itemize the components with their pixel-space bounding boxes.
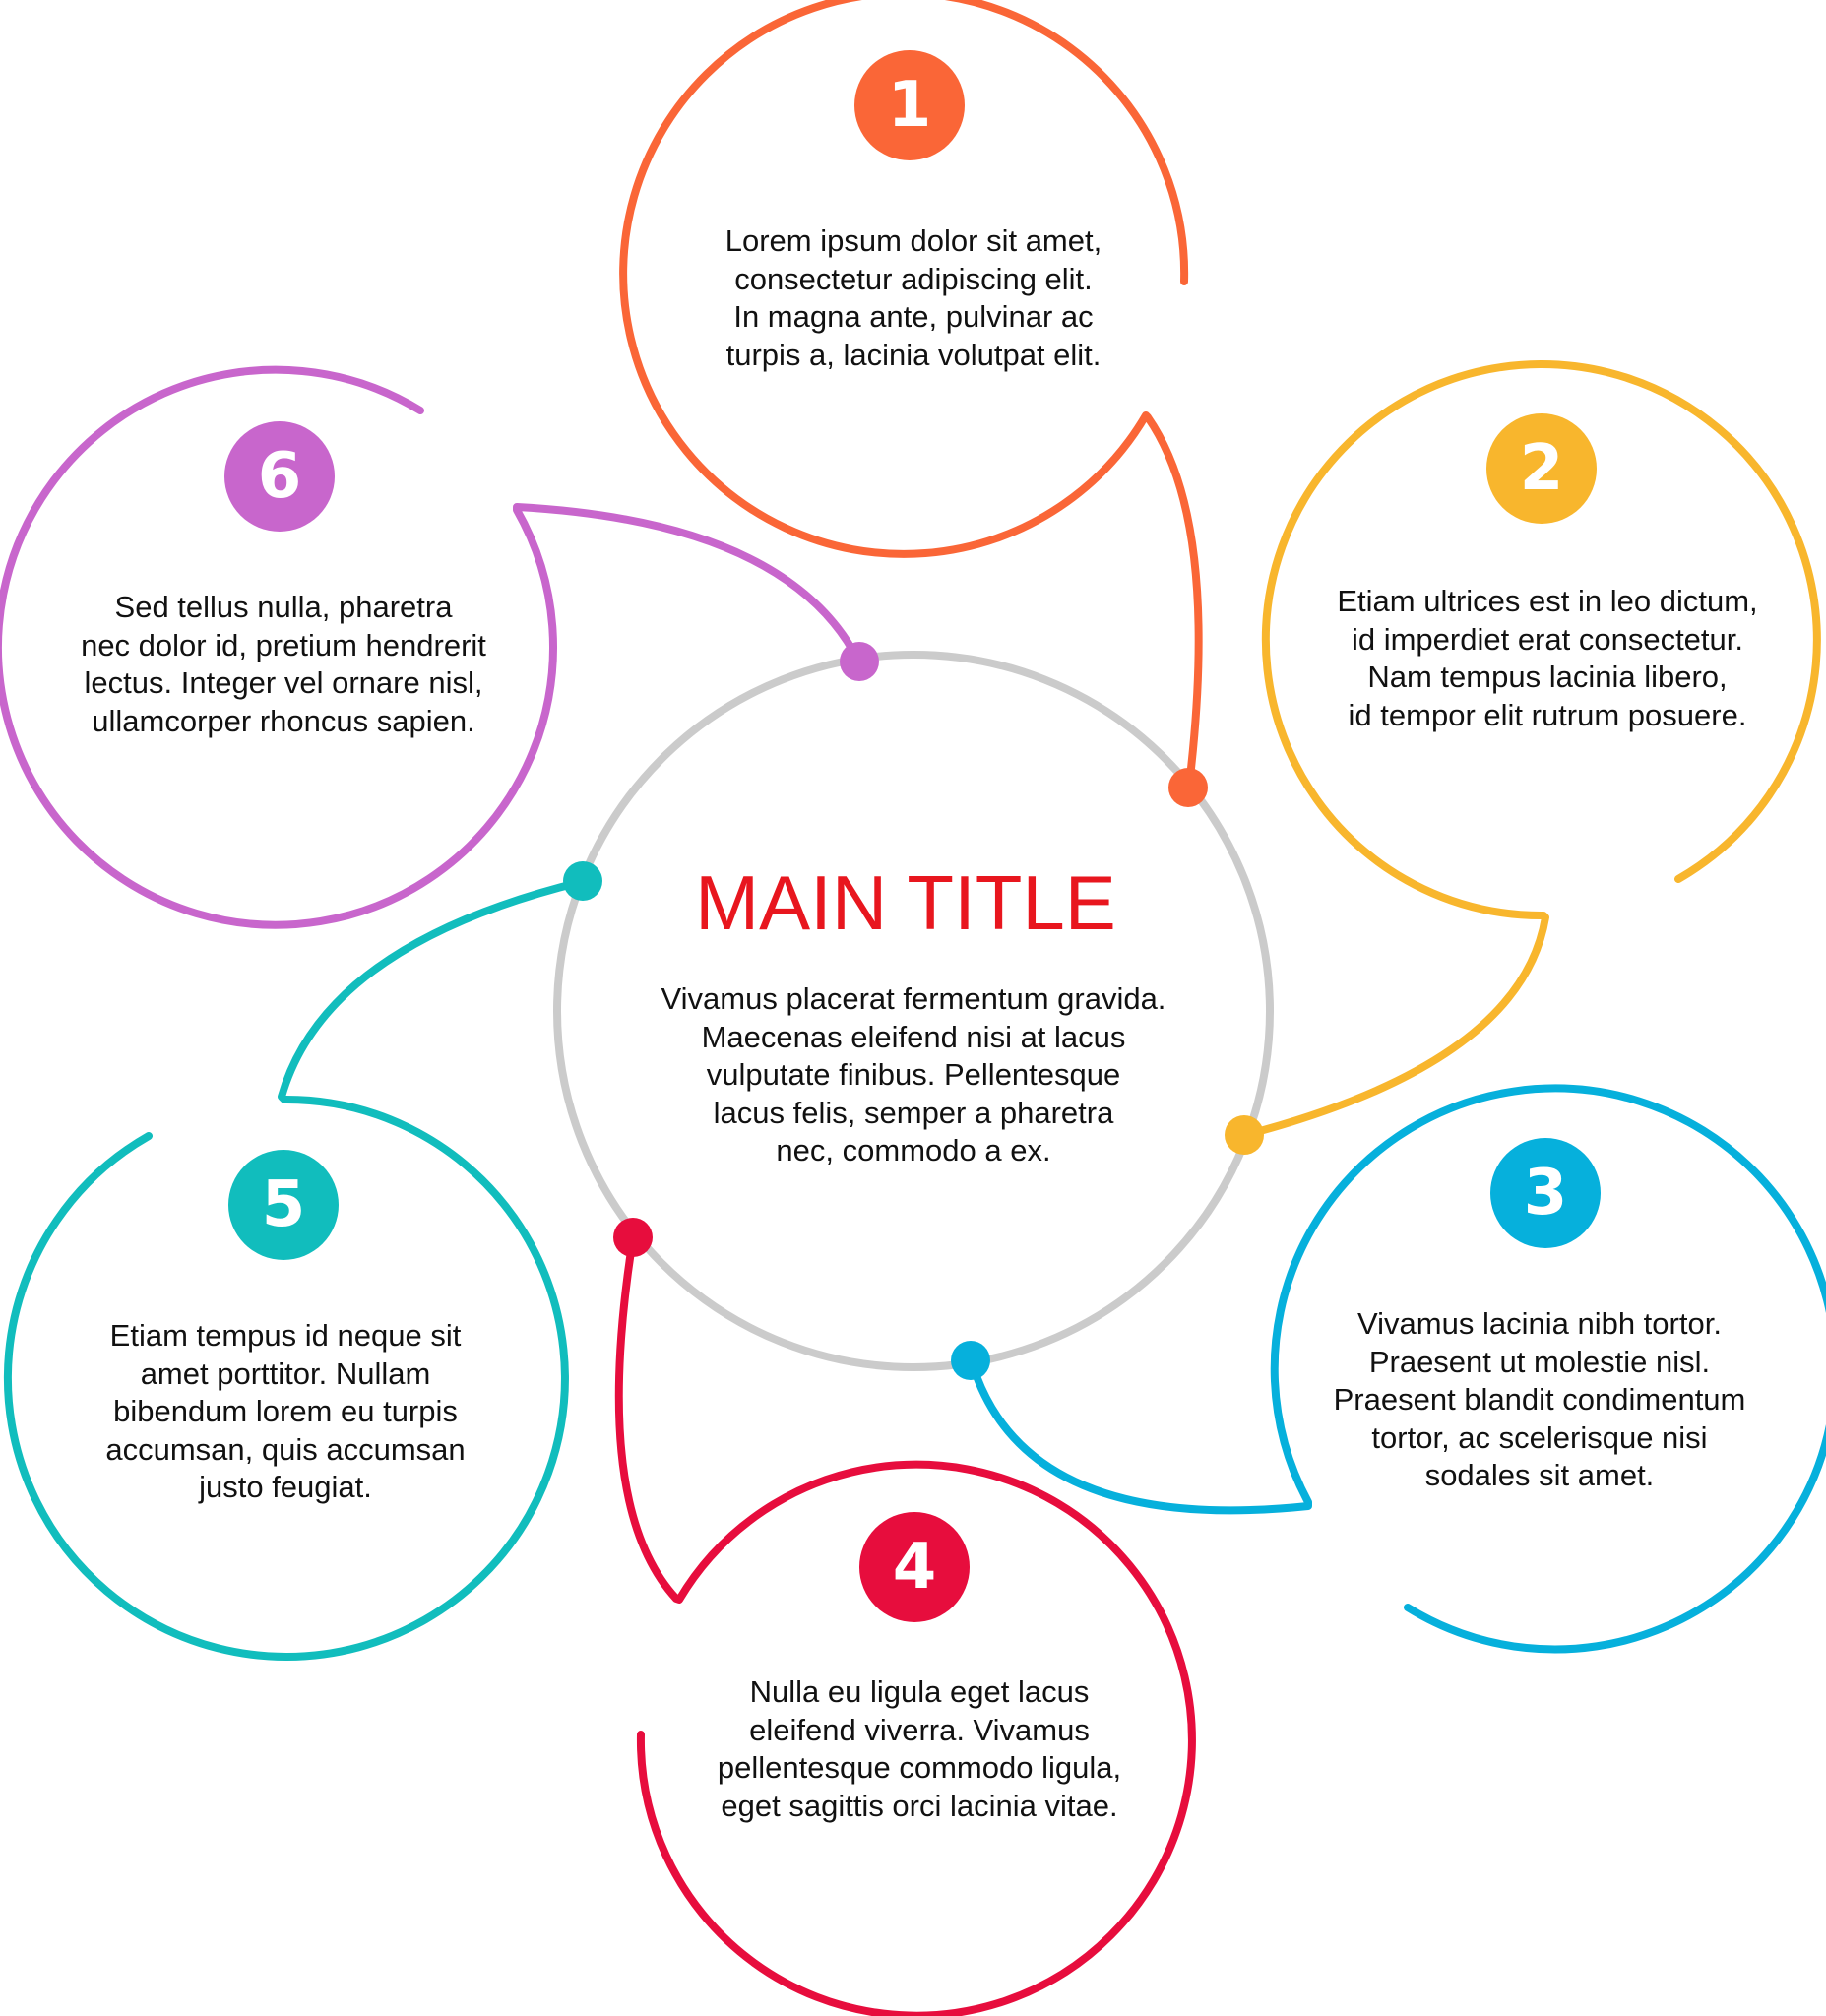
step-5-text-line: accumsan, quis accumsan bbox=[105, 1431, 466, 1467]
step-5-number-badge: 5 bbox=[228, 1150, 339, 1260]
step-6-number: 6 bbox=[257, 440, 302, 513]
step-2-number: 2 bbox=[1519, 432, 1564, 505]
step-5-text-line: bibendum lorem eu turpis bbox=[113, 1394, 458, 1428]
step-1-text-line: Lorem ipsum dolor sit amet, bbox=[724, 223, 1102, 258]
step-6-text: Sed tellus nulla, pharetra nec dolor id,… bbox=[57, 589, 510, 740]
step-3-text-line: sodales sit amet. bbox=[1424, 1458, 1655, 1492]
step-4-number: 4 bbox=[892, 1531, 937, 1604]
step-3-number-badge: 3 bbox=[1490, 1138, 1601, 1248]
step-3-text-line: tortor, ac scelerisque nisi bbox=[1371, 1419, 1708, 1455]
step-5-number: 5 bbox=[261, 1168, 306, 1241]
step-3-text-line: Praesent ut molestie nisl. bbox=[1368, 1344, 1711, 1379]
step-3-text-line: Praesent blandit condimentum bbox=[1333, 1382, 1746, 1417]
step-4-text-line: Nulla eu ligula eget lacus bbox=[749, 1674, 1090, 1709]
main-title: MAIN TITLE bbox=[695, 859, 1116, 946]
step-5-text-line: Etiam tempus id neque sit bbox=[109, 1318, 462, 1353]
step-6-text-line: Sed tellus nulla, pharetra bbox=[114, 590, 453, 624]
main-description-line: nec, commodo a ex. bbox=[776, 1133, 1051, 1167]
step-4-text-line: eleifend viverra. Vivamus bbox=[749, 1712, 1090, 1747]
step-4-connector-dot bbox=[613, 1218, 653, 1257]
step-3-text-line: Vivamus lacinia nibh tortor. bbox=[1357, 1306, 1722, 1341]
step-5-outline bbox=[3, 878, 585, 1661]
step-4-outline bbox=[614, 1234, 1196, 2016]
step-3-text: Vivamus lacinia nibh tortor. Praesent ut… bbox=[1185, 1305, 1826, 1495]
main-description-line: Maecenas eleifend nisi at lacus bbox=[701, 1019, 1126, 1054]
step-1-number-badge: 1 bbox=[854, 50, 965, 160]
step-5-text-line: justo feugiat. bbox=[199, 1470, 372, 1504]
step-4-number-badge: 4 bbox=[859, 1512, 970, 1622]
step-1-connector-dot bbox=[1168, 768, 1208, 807]
step-2-outline bbox=[1241, 360, 1821, 1139]
main-description-line: vulputate finibus. Pellentesque bbox=[706, 1057, 1121, 1092]
step-5-text: Etiam tempus id neque sit amet porttitor… bbox=[79, 1317, 492, 1507]
step-1-text-line: In magna ante, pulvinar ac bbox=[733, 299, 1094, 334]
step-3-connector-dot bbox=[951, 1341, 990, 1380]
step-5-connector-dot bbox=[563, 861, 602, 901]
step-1-text-line: consectetur adipiscing elit. bbox=[734, 261, 1093, 296]
step-6-text-line: ullamcorper rhoncus sapien. bbox=[92, 703, 475, 738]
step-6-outline bbox=[0, 365, 862, 929]
step-2-text-line: Etiam ultrices est in leo dictum, bbox=[1337, 584, 1758, 618]
step-4-text: Nulla eu ligula eget lacus eleifend vive… bbox=[565, 1673, 1274, 1825]
step-1-number: 1 bbox=[887, 69, 932, 142]
step-6-text-line: nec dolor id, pretium hendrerit bbox=[81, 627, 486, 662]
step-2-text-line: Nam tempus lacinia libero, bbox=[1367, 660, 1728, 694]
step-2-connector-dot bbox=[1225, 1115, 1264, 1155]
step-2-text: Etiam ultrices est in leo dictum, id imp… bbox=[1193, 583, 1826, 734]
step-1-text-line: turpis a, lacinia volutpat elit. bbox=[725, 337, 1102, 372]
step-1-outline bbox=[619, 0, 1203, 789]
main-description-line: Vivamus placerat fermentum gravida. bbox=[661, 981, 1166, 1016]
step-4-text-line: pellentesque commodo ligula, bbox=[717, 1750, 1122, 1785]
step-3-outline bbox=[968, 1084, 1826, 1654]
step-1-text: Lorem ipsum dolor sit amet, consectetur … bbox=[559, 222, 1268, 374]
step-2-text-line: id tempor elit rutrum posuere. bbox=[1348, 697, 1747, 732]
main-description-line: lacus felis, semper a pharetra bbox=[713, 1095, 1114, 1130]
step-6-number-badge: 6 bbox=[224, 421, 335, 532]
step-2-text-line: id imperdiet erat consectetur. bbox=[1351, 621, 1744, 657]
step-6-text-line: lectus. Integer vel ornare nisl, bbox=[84, 665, 483, 700]
step-6-connector-dot bbox=[840, 642, 879, 681]
main-description: Vivamus placerat fermentum gravida. Maec… bbox=[539, 980, 1288, 1170]
central-ring bbox=[553, 651, 1274, 1371]
step-4-text-line: eget sagittis orci lacinia vitae. bbox=[721, 1788, 1118, 1823]
step-3-number: 3 bbox=[1523, 1157, 1568, 1229]
step-2-number-badge: 2 bbox=[1486, 413, 1597, 524]
step-5-text-line: amet porttitor. Nullam bbox=[140, 1355, 431, 1391]
